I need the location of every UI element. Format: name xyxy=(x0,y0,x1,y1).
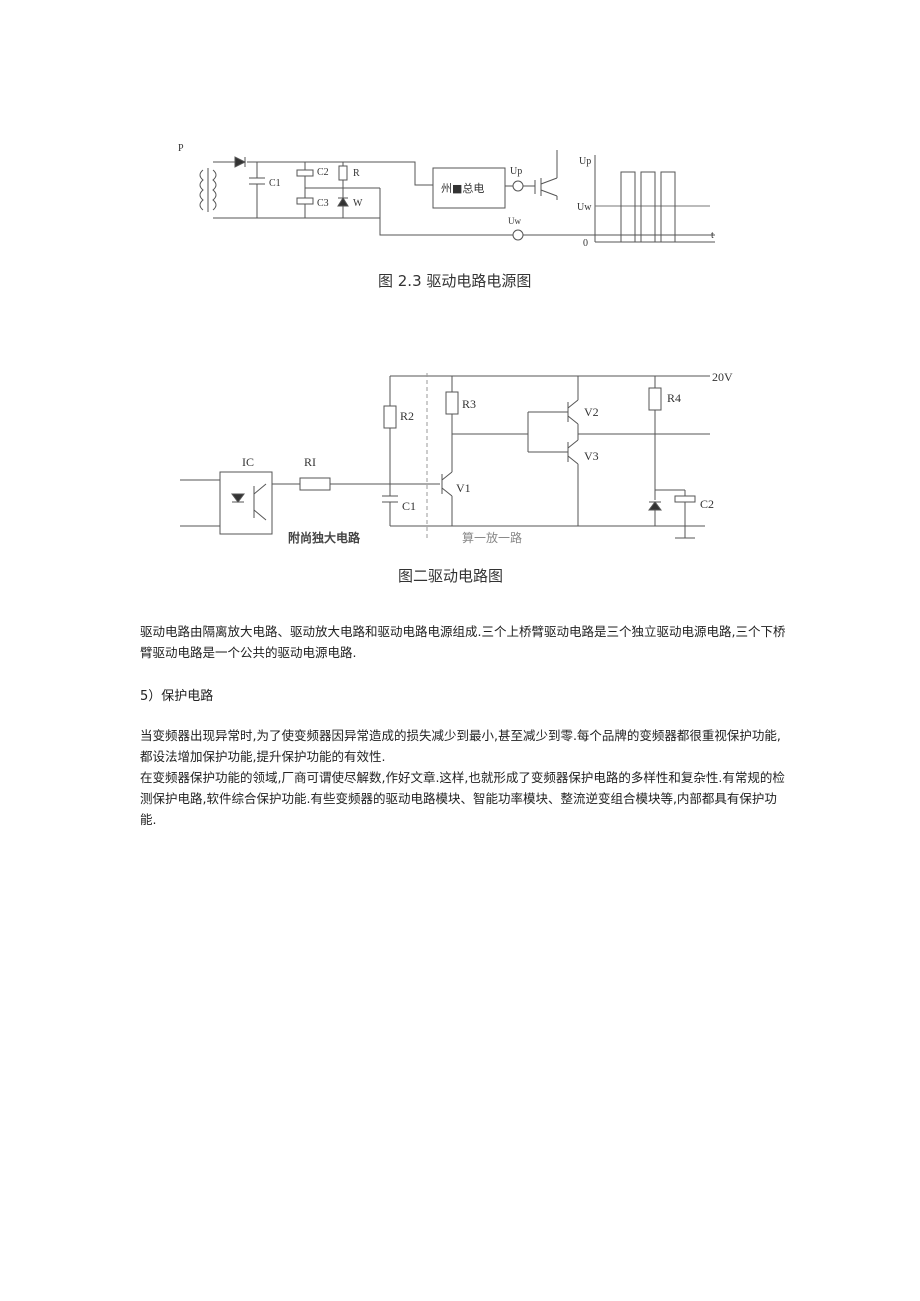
label-c2: C2 xyxy=(317,167,329,178)
label-v3: V3 xyxy=(584,449,599,463)
label-module: 州■总电 xyxy=(441,181,484,195)
label-r4: R4 xyxy=(667,391,681,405)
label-v1: V1 xyxy=(456,481,471,495)
label-c1: C1 xyxy=(269,178,281,189)
transformer-secondary-coil xyxy=(212,169,217,211)
uw-terminal xyxy=(512,229,524,241)
graph-label-uw: Uw xyxy=(577,202,592,213)
paragraph-drive-circuit: 驱动电路由隔离放大电路、驱动放大电路和驱动电路电源组成.三个上桥臂驱动电路是三个… xyxy=(140,624,786,660)
transformer-primary-coil xyxy=(199,169,204,211)
label-20v: 20V xyxy=(712,370,733,384)
label-r: R xyxy=(353,168,360,179)
r2-resistor-symbol xyxy=(383,405,397,429)
label-amplifier-stage: 算一放一路 xyxy=(462,530,522,545)
label-w: W xyxy=(353,198,363,209)
figure2-caption: 图二驱动电路图 xyxy=(398,567,504,585)
driver-module-box xyxy=(432,167,506,209)
label-ic: IC xyxy=(242,455,254,469)
paragraph-protection-1: 当变频器出现异常时,为了使变频器因异常造成的损失减少到最小,甚至减少到零.每个品… xyxy=(140,728,781,764)
r1-resistor-symbol xyxy=(299,477,331,491)
ic-optocoupler-box xyxy=(219,471,273,535)
figure1-caption: 图 2.3 驱动电路电源图 xyxy=(378,272,532,290)
pulse-2 xyxy=(640,171,656,242)
graph-label-up: Up xyxy=(579,156,591,167)
diode-symbol xyxy=(234,156,247,168)
section-title: 5）保护电路 xyxy=(140,689,214,704)
label-r1: RI xyxy=(304,455,316,469)
label-c2: C2 xyxy=(700,497,714,511)
label-p: P xyxy=(178,143,184,154)
zener-w-symbol xyxy=(337,197,349,207)
c3-capacitor-symbol xyxy=(296,197,314,205)
r3-resistor-symbol xyxy=(445,391,459,415)
c2-capacitor-symbol xyxy=(296,169,314,177)
protection-paragraphs: 当变频器出现异常时,为了使变频器因异常造成的损失减少到最小,甚至减少到零.每个品… xyxy=(140,725,790,830)
label-r2: R2 xyxy=(400,409,414,423)
drive-circuit-figure: 20V R2 R3 R4 IC RI C1 V1 V2 V3 C2 附尚独大电路… xyxy=(180,370,733,545)
graph-label-t: t xyxy=(711,230,714,241)
label-isolation-stage: 附尚独大电路 xyxy=(288,530,361,545)
label-c3: C3 xyxy=(317,198,329,209)
label-c1: C1 xyxy=(402,499,416,513)
label-up-node: Up xyxy=(510,166,522,177)
up-terminal xyxy=(512,180,524,192)
paragraph-protection-2: 在变频器保护功能的领域,厂商可谓使尽解数,作好文章.这样,也就形成了变频器保护电… xyxy=(140,770,785,827)
r-resistor-symbol xyxy=(338,165,348,181)
graph-label-zero: 0 xyxy=(583,238,588,249)
r4-resistor-symbol xyxy=(648,387,662,411)
label-r3: R3 xyxy=(462,397,476,411)
pulse-1 xyxy=(620,171,636,242)
intro-paragraph: 驱动电路由隔离放大电路、驱动放大电路和驱动电路电源组成.三个上桥臂驱动电路是三个… xyxy=(140,621,790,663)
power-supply-circuit-figure: P C1 C2 C3 R W 州■总电 Up Uw Up Uw 0 t xyxy=(178,143,715,249)
pulse-3 xyxy=(660,171,676,242)
label-uw-node: Uw xyxy=(508,216,521,226)
c2-capacitor-symbol xyxy=(674,495,696,503)
label-v2: V2 xyxy=(584,405,599,419)
zener-diode-symbol xyxy=(648,501,662,511)
